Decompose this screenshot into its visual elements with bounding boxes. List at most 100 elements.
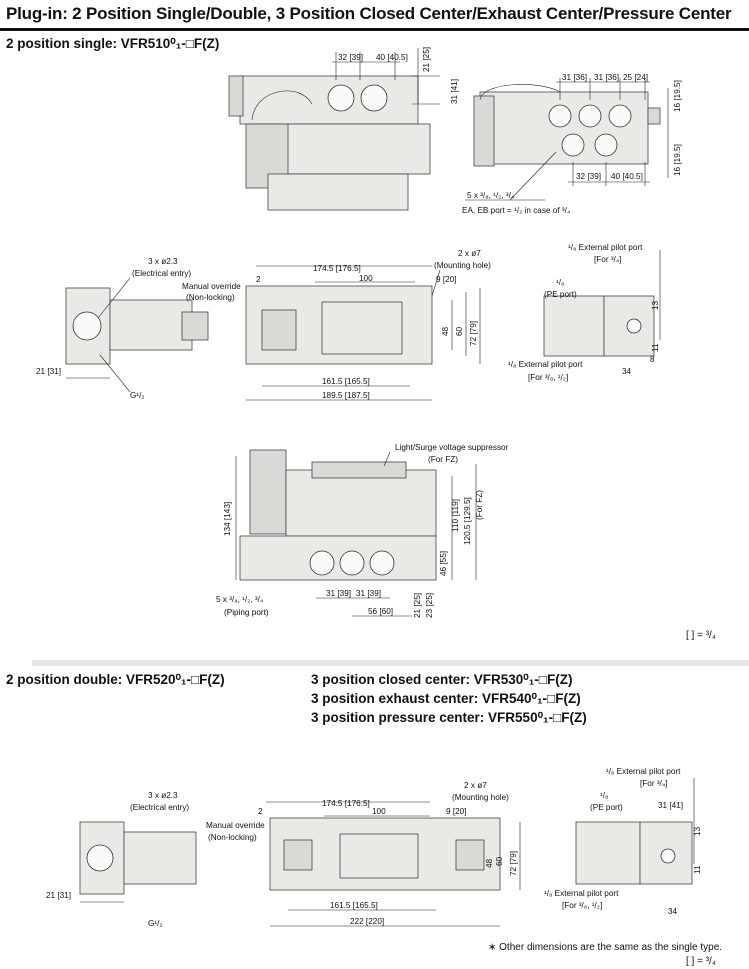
ports-note: 5 x ³/₈, ¹/₂, ³/₄ <box>467 191 515 200</box>
end-view-single: 21 [31] 3 x ø2.3 (Electrical entry) Manu… <box>36 257 241 400</box>
dim-25-24: 25 [24] <box>623 73 648 82</box>
pilot-block <box>473 95 495 167</box>
legend-note: [ ] = ³/₄ <box>686 630 716 641</box>
dim-16-195: 16 [19.5] <box>673 80 682 112</box>
ext-pilot-label-d: ¹/₈ External pilot port <box>544 889 619 898</box>
dim-31-39-b: 31 [39] <box>356 589 381 598</box>
g12-label-b: G¹/₂ <box>148 919 163 928</box>
dim-40-405-b: 40 [40.5] <box>611 172 643 181</box>
dim-21-31-b: 21 [31] <box>46 891 71 900</box>
section-title-exhaust-center: 3 position exhaust center: VFR540⁰₁-□F(Z… <box>311 691 581 706</box>
port-circle <box>360 84 388 112</box>
dim-60-b: 60 <box>495 856 504 866</box>
section-divider <box>32 660 749 666</box>
valve-side-view-top: 32 [39] 40 [40.5] 21 [25] 31 [41] <box>228 47 459 211</box>
dim-34-c: 34 <box>668 907 678 916</box>
dim-72-79-b: 72 [79] <box>509 851 518 876</box>
solenoid <box>249 449 287 535</box>
g12-label: G¹/₂ <box>130 391 145 400</box>
port-circle <box>327 84 355 112</box>
lock-chain <box>251 90 313 121</box>
dim-21-25-b: 21 [25] <box>413 593 422 618</box>
dim-48-b: 48 <box>485 858 494 868</box>
dim-48: 48 <box>441 326 450 336</box>
pe-18-c: ¹/₈ <box>600 791 608 800</box>
manual-override-b: Manual override <box>206 821 265 830</box>
dim-8: 8 <box>650 355 655 364</box>
section-title-single: 2 position single: VFR510⁰₁-□F(Z) <box>6 36 220 51</box>
dim-1895: 189.5 [187.5] <box>322 391 370 400</box>
end-view-double: 3 x ø2.3 (Electrical entry) Manual overr… <box>46 791 265 928</box>
dim-40-405: 40 [40.5] <box>376 53 408 62</box>
ext-pilot-label-b: ¹/₈ External pilot port <box>508 360 583 369</box>
front-view-double: 174.5 [176.5] 100 9 [20] 2 2 x ø7 (Mount… <box>258 781 521 927</box>
dim-2: 2 <box>256 275 261 284</box>
dim-1615-b: 161.5 [165.5] <box>330 901 378 910</box>
dim-1205: 120.5 [129.5] <box>463 497 472 545</box>
dim-31-41-b: 31 [41] <box>658 801 683 810</box>
page-header: Plug-in: 2 Position Single/Double, 3 Pos… <box>0 0 749 31</box>
dim-21-31: 21 [31] <box>36 367 61 376</box>
legend-note-bottom: [ ] = ³/₄ <box>686 956 716 967</box>
other-dimensions-note: ∗ Other dimensions are the same as the s… <box>488 942 723 953</box>
light-surge-label: Light/Surge voltage suppressor <box>395 443 509 452</box>
page-title: Plug-in: 2 Position Single/Double, 3 Pos… <box>6 4 732 23</box>
side-view-fz: Light/Surge voltage suppressor (For FZ) … <box>216 443 509 618</box>
dim-9-20: 9 [20] <box>436 275 457 284</box>
front-view-single: 174.5 [176.5] 100 9 [20] 2 2 x ø7 (Mount… <box>245 249 491 401</box>
dim-56: 56 [60] <box>368 607 393 616</box>
hole-3x23-b: 3 x ø2.3 <box>148 791 178 800</box>
mounting-hole: (Mounting hole) <box>434 261 491 270</box>
pe-18: ¹/₈ <box>556 278 564 287</box>
end-view-right-single: ¹/₈ External pilot port [For ³/₄] ¹/₈ (P… <box>508 243 661 382</box>
dim-21-25: 21 [25] <box>422 47 431 72</box>
manual-override-label: Manual override <box>182 282 241 291</box>
dim-60: 60 <box>455 326 464 336</box>
manual-override-box <box>228 75 244 117</box>
non-locking-b: (Non-locking) <box>208 833 257 842</box>
dim-32-39-b: 32 [39] <box>576 172 601 181</box>
for-fz-2: (For FZ) <box>475 490 484 520</box>
section-title-closed-center: 3 position closed center: VFR530⁰₁-□F(Z) <box>311 672 573 687</box>
dim-1615: 161.5 [165.5] <box>322 377 370 386</box>
dim-2-b: 2 <box>258 807 263 816</box>
mounting-hole-b: (Mounting hole) <box>452 793 509 802</box>
piping-port: (Piping port) <box>224 608 269 617</box>
ea-eb-note: EA, EB port = ¹/₂ in case of ³/₄ <box>462 206 571 215</box>
dim-72-79: 72 [79] <box>469 321 478 346</box>
pe-port: (PE port) <box>544 290 577 299</box>
valve-port-view: 31 [36] 31 [36] 25 [24] 16 [19.5] 16 [19… <box>462 73 682 215</box>
dim-31-39: 31 [39] <box>326 589 351 598</box>
for-fz: (For FZ) <box>428 455 458 464</box>
dim-16-195-b: 16 [19.5] <box>673 144 682 176</box>
pe-port-c: (PE port) <box>590 803 623 812</box>
port-body <box>479 91 649 165</box>
dim-222: 222 [220] <box>350 917 384 926</box>
for-38-12-c: [For ³/₈, ¹/₂] <box>562 901 602 910</box>
dim-1745-b: 174.5 [176.5] <box>322 799 370 808</box>
dim-13: 13 <box>651 300 660 310</box>
electrical-entry: (Electrical entry) <box>132 269 191 278</box>
end-view-right-double: ¹/₈ External pilot port [For ³/₄] ¹/₈ (P… <box>544 767 702 916</box>
section-title-pressure-center: 3 position pressure center: VFR550⁰₁-□F(… <box>311 710 587 725</box>
dim-31-36: 31 [36] <box>562 73 587 82</box>
electrical-entry-b: (Electrical entry) <box>130 803 189 812</box>
mount-2x7-b: 2 x ø7 <box>464 781 487 790</box>
section-title-double: 2 position double: VFR520⁰₁-□F(Z) <box>6 672 225 687</box>
dim-32-39: 32 [39] <box>338 53 363 62</box>
dim-100-b: 100 <box>372 807 386 816</box>
dim-11-c: 11 <box>693 865 702 874</box>
ext-pilot-label: ¹/₈ External pilot port <box>568 243 643 252</box>
dim-34: 34 <box>622 367 632 376</box>
ext-pilot-label-c: ¹/₈ External pilot port <box>606 767 681 776</box>
dim-31-36-b: 31 [36] <box>594 73 619 82</box>
hole-3x23: 3 x ø2.3 <box>148 257 178 266</box>
dim-13-c: 13 <box>693 826 702 836</box>
dim-110: 110 [119] <box>451 499 460 532</box>
non-locking-label: (Non-locking) <box>186 293 235 302</box>
dim-31-41: 31 [41] <box>450 79 459 104</box>
subplate <box>267 173 409 211</box>
for-34: [For ³/₄] <box>594 255 621 264</box>
dim-1745: 174.5 [176.5] <box>313 264 361 273</box>
